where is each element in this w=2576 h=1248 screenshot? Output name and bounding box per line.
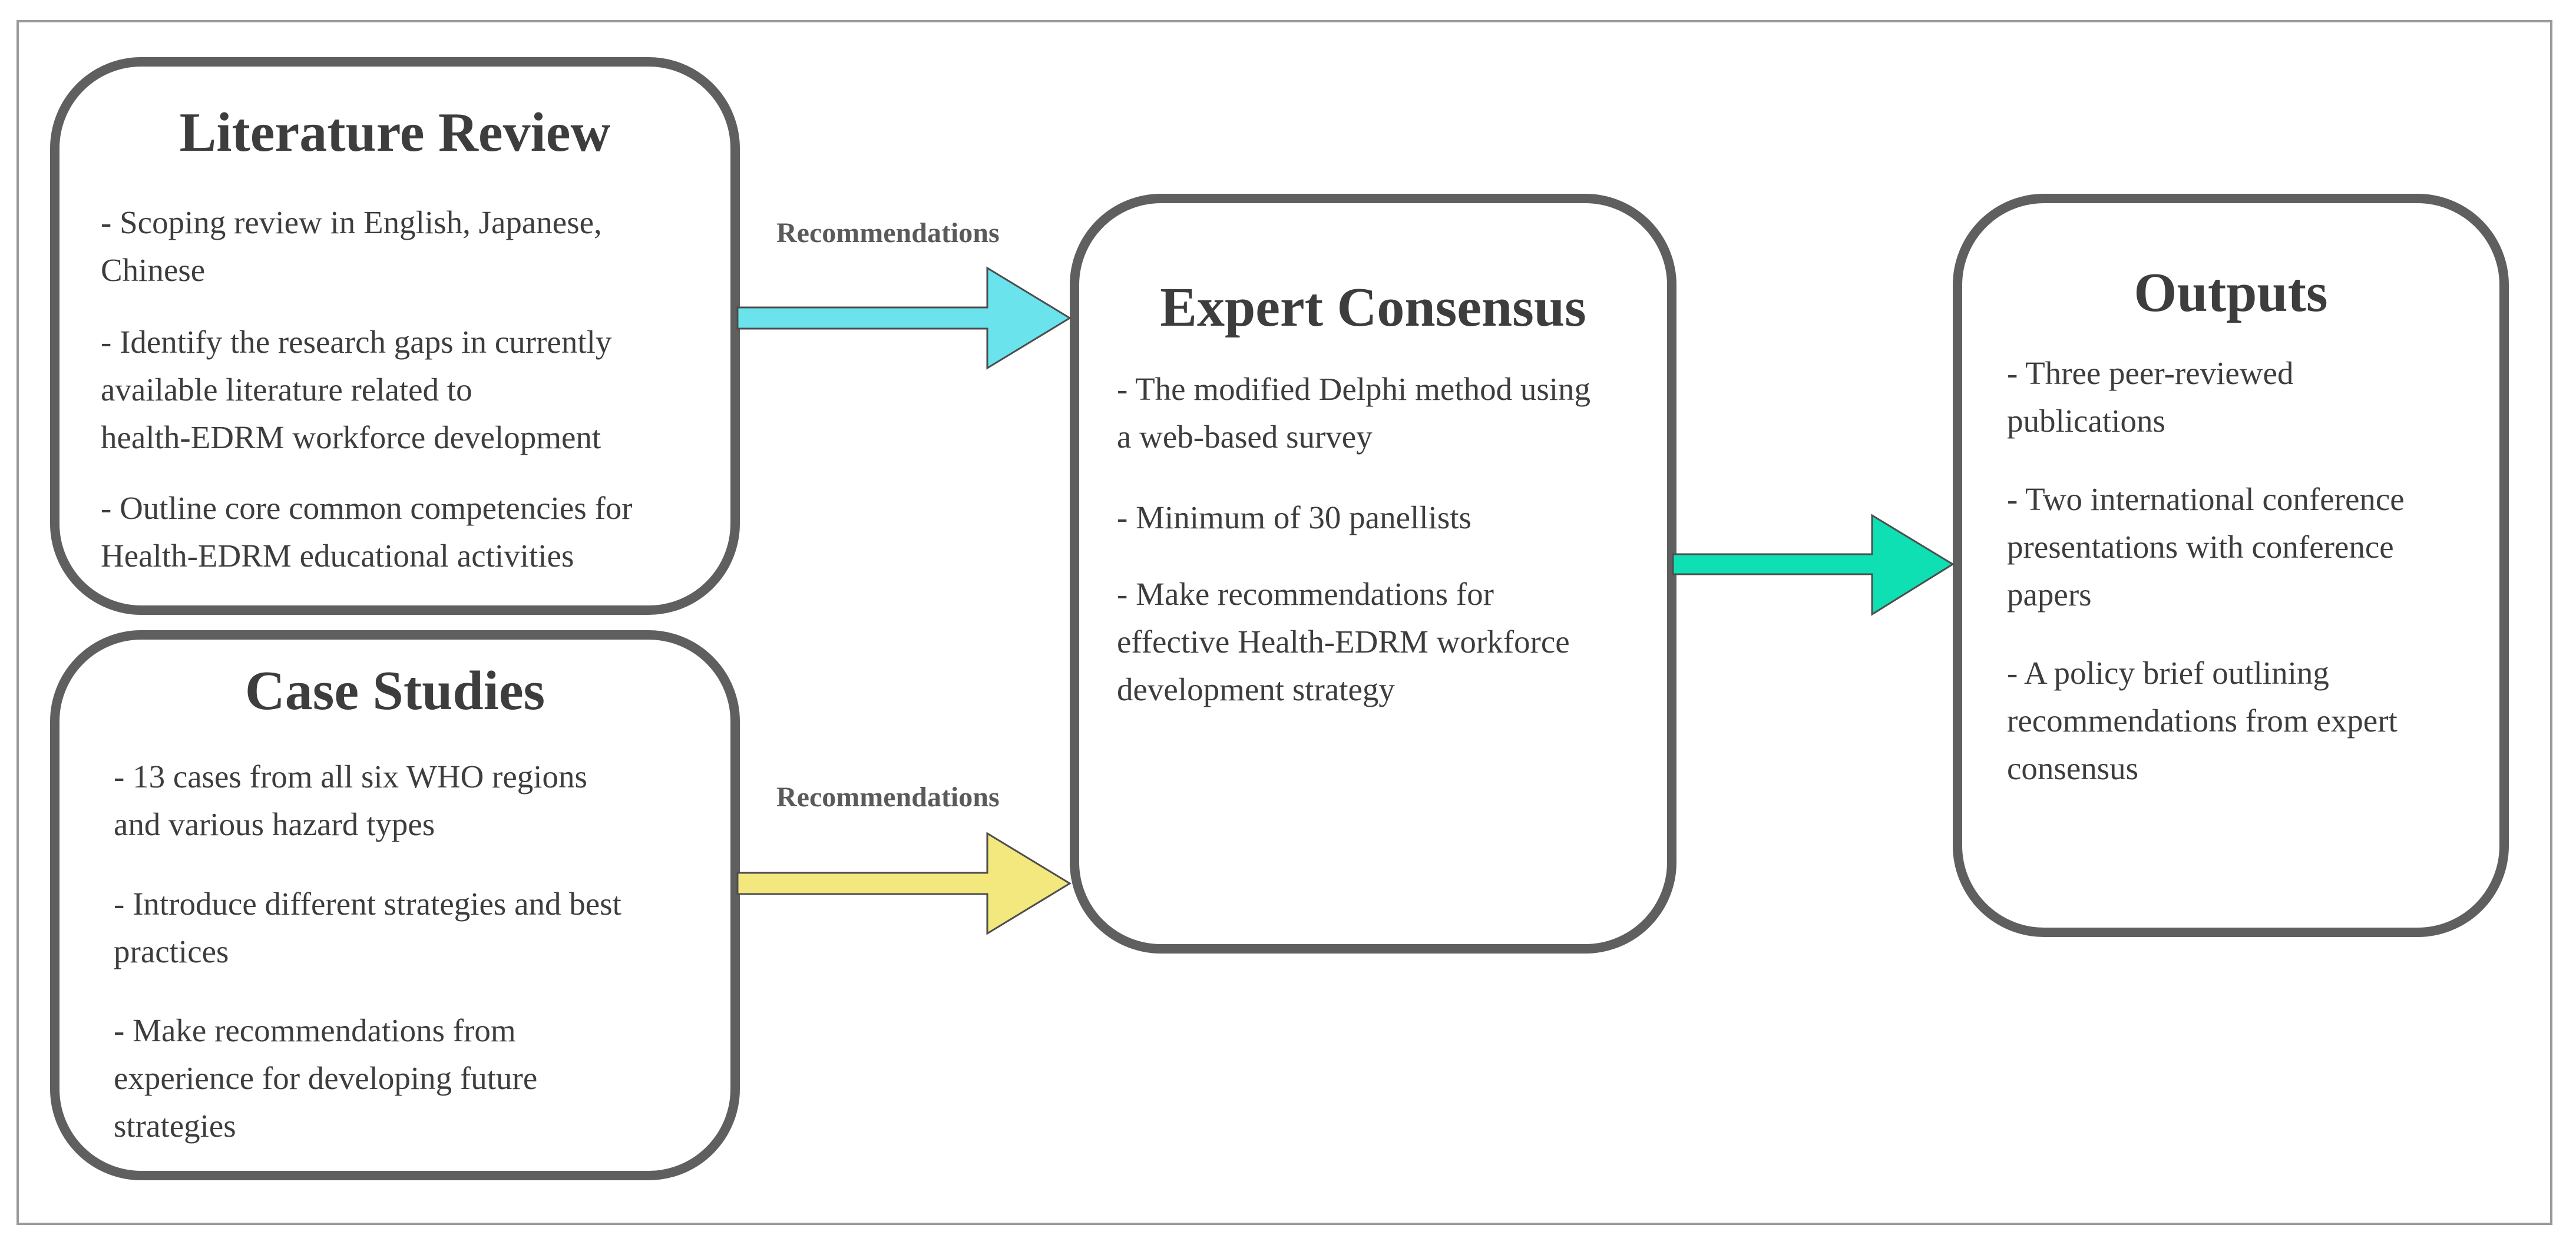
outputs-item: - Two international conference presentat… xyxy=(2007,481,2405,613)
literature-review-item: - Identify the research gaps in currentl… xyxy=(101,324,612,455)
case-studies-item: - Introduce different strategies and bes… xyxy=(114,886,621,969)
expert-consensus-box: Expert Consensus - The modified Delphi m… xyxy=(1070,194,1676,954)
literature-review-item: - Scoping review in English, Japanese, C… xyxy=(101,204,602,288)
literature-review-item: - Outline core common competencies for H… xyxy=(101,490,633,574)
literature-review-box: Literature Review - Scoping review in En… xyxy=(50,57,740,615)
arrow-label-literature: Recommendations xyxy=(776,217,1000,249)
literature-review-title: Literature Review xyxy=(179,102,611,163)
expert-consensus-item: - The modified Delphi method using a web… xyxy=(1117,371,1590,455)
expert-consensus-item: - Minimum of 30 panellists xyxy=(1117,499,1471,535)
outputs-box: Outputs - Three peer-reviewed publicatio… xyxy=(1953,194,2509,937)
outputs-item: - A policy brief outlining recommendatio… xyxy=(2007,655,2398,786)
case-studies-box: Case Studies - 13 cases from all six WHO… xyxy=(50,630,740,1180)
case-studies-title: Case Studies xyxy=(244,660,545,721)
outputs-title: Outputs xyxy=(2134,262,2328,323)
case-studies-item: - Make recommendations from experience f… xyxy=(114,1012,538,1144)
expert-consensus-item: - Make recommendations for effective Hea… xyxy=(1117,576,1570,707)
outputs-item: - Three peer-reviewed publications xyxy=(2007,355,2294,439)
arrow-label-cases: Recommendations xyxy=(776,782,1000,813)
case-studies-item: - 13 cases from all six WHO regions and … xyxy=(114,759,587,842)
expert-consensus-title: Expert Consensus xyxy=(1160,277,1586,338)
